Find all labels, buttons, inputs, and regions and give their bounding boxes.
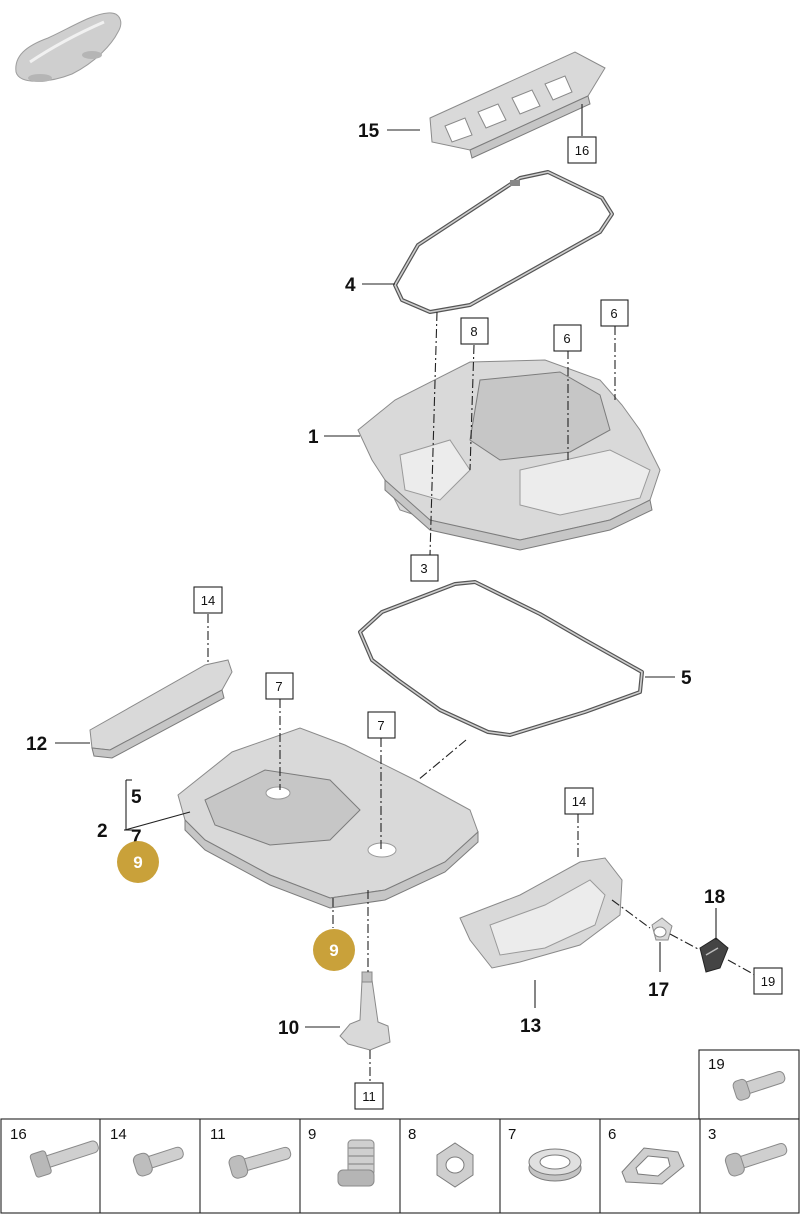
part-2-lower-oil-pan[interactable]	[177, 727, 479, 909]
ref-box-14-left[interactable]: 14	[193, 586, 223, 614]
ref-box-11[interactable]: 11	[354, 1082, 384, 1110]
svg-text:9: 9	[133, 853, 142, 872]
callout-13: 13	[520, 1016, 541, 1037]
part-18-bracket[interactable]	[699, 937, 729, 973]
svg-text:6: 6	[563, 331, 570, 346]
hardware-cell-19[interactable]: 19	[698, 1049, 800, 1120]
bolt-icon	[732, 1070, 786, 1101]
callout-18: 18	[704, 887, 725, 908]
callout-4: 4	[345, 275, 356, 296]
ref-box-7-right[interactable]: 7	[367, 711, 396, 739]
callout-12: 12	[26, 734, 47, 755]
svg-text:16: 16	[575, 143, 589, 158]
bolt-icon	[228, 1146, 292, 1179]
ref-box-6-left[interactable]: 6	[553, 324, 582, 352]
boxed-references: 16 8 6 6 3 14 7 7	[193, 136, 783, 1110]
part-13-heat-shield[interactable]	[459, 857, 623, 969]
ref-box-7-left[interactable]: 7	[265, 672, 294, 700]
ref-box-16[interactable]: 16	[567, 136, 597, 164]
ref-box-8[interactable]: 8	[460, 317, 489, 345]
callout-5-sub: 5	[131, 787, 142, 808]
svg-text:7: 7	[508, 1126, 516, 1143]
assembly-lines	[207, 311, 756, 1082]
svg-text:9: 9	[329, 941, 338, 960]
callout-labels: 15 4 1 5 12 5 2 7 18 17 13 10	[26, 121, 725, 1039]
drain-plug-icon	[337, 1139, 375, 1187]
callout-2: 2	[97, 821, 108, 842]
svg-text:8: 8	[408, 1126, 416, 1143]
ref-box-3[interactable]: 3	[410, 554, 439, 582]
hardware-cell-6[interactable]: 6	[608, 1126, 685, 1185]
bolt-icon	[724, 1143, 788, 1177]
callout-5: 5	[681, 668, 692, 689]
svg-text:14: 14	[201, 593, 215, 608]
svg-text:8: 8	[470, 324, 477, 339]
svg-text:6: 6	[610, 306, 617, 321]
svg-text:19: 19	[708, 1056, 725, 1073]
part-15-baffle-plate[interactable]	[429, 51, 606, 159]
seal-ring-icon	[528, 1148, 582, 1182]
short-bolt-icon	[132, 1146, 184, 1177]
long-bolt-icon	[29, 1140, 99, 1178]
part-4-upper-gasket[interactable]	[393, 170, 614, 314]
leader-lines	[55, 104, 717, 1028]
part-17-sensor[interactable]	[651, 917, 673, 941]
svg-text:11: 11	[210, 1126, 226, 1143]
hardware-cell-7[interactable]: 7	[508, 1126, 582, 1182]
hex-nut-icon	[436, 1142, 474, 1188]
svg-text:3: 3	[708, 1126, 716, 1143]
hardware-cell-9[interactable]: 9	[308, 1126, 375, 1187]
hardware-cell-3[interactable]: 3	[708, 1126, 790, 1178]
part-10-sensor-housing[interactable]	[339, 971, 391, 1051]
badges: 9 9	[117, 841, 355, 971]
part-12-rail[interactable]	[89, 659, 233, 759]
ref-box-19[interactable]: 19	[753, 967, 783, 995]
badge-9-left[interactable]: 9	[117, 841, 159, 883]
part-5-lower-gasket[interactable]	[358, 580, 644, 737]
svg-text:9: 9	[308, 1126, 316, 1143]
callout-15: 15	[358, 121, 380, 142]
vehicle-silhouette-icon	[15, 12, 122, 82]
hardware-cell-16[interactable]: 16	[10, 1126, 102, 1178]
clip-icon	[621, 1147, 685, 1185]
hardware-table: 19 16 14 1	[0, 1049, 800, 1214]
callout-1: 1	[308, 427, 319, 448]
svg-text:7: 7	[377, 718, 384, 733]
hardware-cell-11[interactable]: 11	[210, 1126, 293, 1180]
part-1-upper-oil-pan[interactable]	[357, 359, 661, 551]
svg-text:16: 16	[10, 1126, 27, 1143]
callout-17: 17	[648, 980, 669, 1001]
svg-text:6: 6	[608, 1126, 616, 1143]
ref-box-6-right[interactable]: 6	[600, 299, 629, 327]
ref-box-14-right[interactable]: 14	[564, 787, 594, 815]
svg-text:3: 3	[420, 561, 427, 576]
svg-text:7: 7	[275, 679, 282, 694]
hardware-cell-8[interactable]: 8	[408, 1126, 474, 1188]
badge-9-center[interactable]: 9	[313, 929, 355, 971]
callout-7-sub: 7	[131, 827, 142, 848]
svg-text:11: 11	[362, 1089, 376, 1104]
svg-text:14: 14	[110, 1126, 127, 1143]
svg-text:14: 14	[572, 794, 586, 809]
callout-10: 10	[278, 1018, 299, 1039]
hardware-cell-14[interactable]: 14	[110, 1126, 186, 1178]
svg-text:19: 19	[761, 974, 775, 989]
